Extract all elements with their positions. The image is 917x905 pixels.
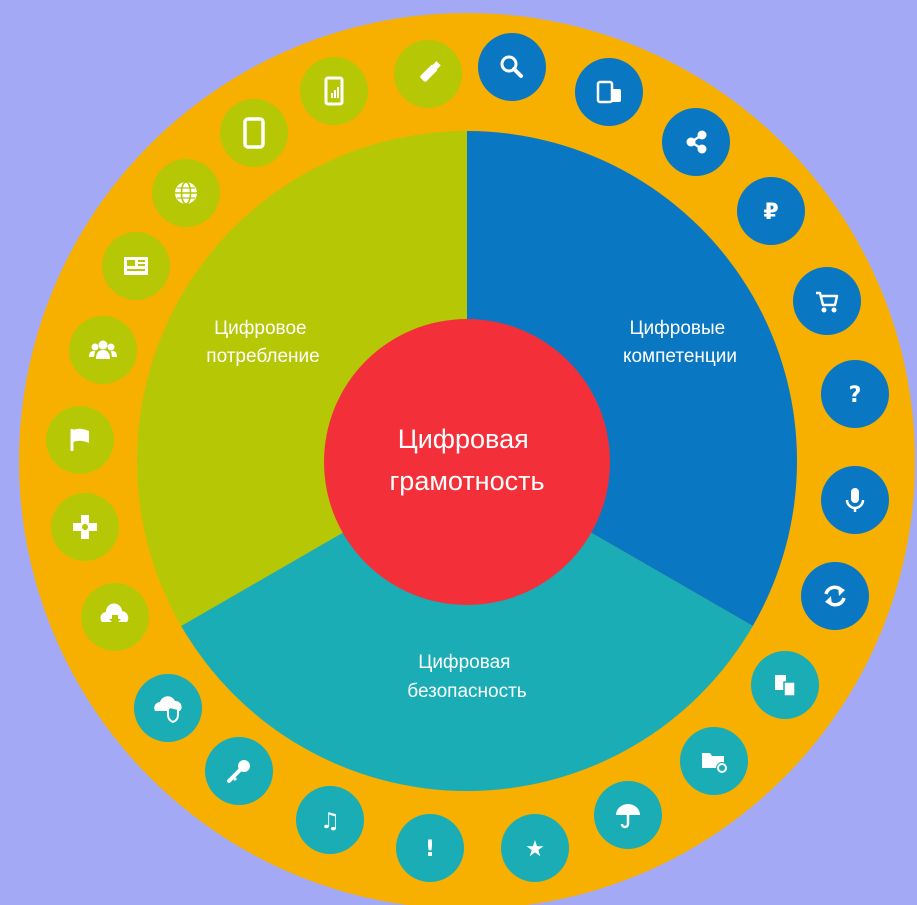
center-circle [324, 319, 610, 605]
copy-files-icon [751, 651, 819, 719]
svg-text:♫: ♫ [320, 809, 340, 834]
segment-label-competencies: Цифровые компетенции [623, 318, 737, 367]
phone-chart-icon [300, 57, 368, 125]
center-label: Цифровая грамотность [389, 424, 544, 496]
svg-text:★: ★ [525, 837, 545, 862]
question-icon: ? [821, 360, 889, 428]
music-note-icon: ♫ [296, 786, 364, 854]
folder-settings-icon [680, 727, 748, 795]
ruble-icon: ₽ [737, 177, 805, 245]
refresh-icon [801, 562, 869, 630]
newspaper-icon [102, 232, 170, 300]
segment-label-consumption: Цифровое потребление [206, 318, 319, 367]
svg-text:₽: ₽ [763, 200, 778, 225]
microphone-icon [821, 466, 889, 534]
devices-icon [575, 58, 643, 126]
icon-ring: ₽? ★! ♫ [46, 33, 889, 882]
umbrella-icon [594, 781, 662, 849]
cloud-download-icon [81, 583, 149, 651]
search-icon [478, 33, 546, 101]
svg-text:?: ? [849, 383, 862, 408]
share-icon [662, 108, 730, 176]
medical-cross-icon [51, 493, 119, 561]
star-icon: ★ [501, 814, 569, 882]
tablet-icon [220, 99, 288, 167]
people-icon [69, 316, 137, 384]
segment-label-security: Цифровая безопасность [407, 652, 527, 702]
key-icon [205, 737, 273, 805]
globe-icon [152, 159, 220, 227]
usb-drive-icon [394, 40, 462, 108]
svg-text:!: ! [425, 837, 435, 862]
exclamation-icon: ! [396, 814, 464, 882]
cart-icon [793, 267, 861, 335]
cloud-shield-icon [134, 674, 202, 742]
segment-digital-security [181, 461, 753, 792]
flag-icon [46, 406, 114, 474]
